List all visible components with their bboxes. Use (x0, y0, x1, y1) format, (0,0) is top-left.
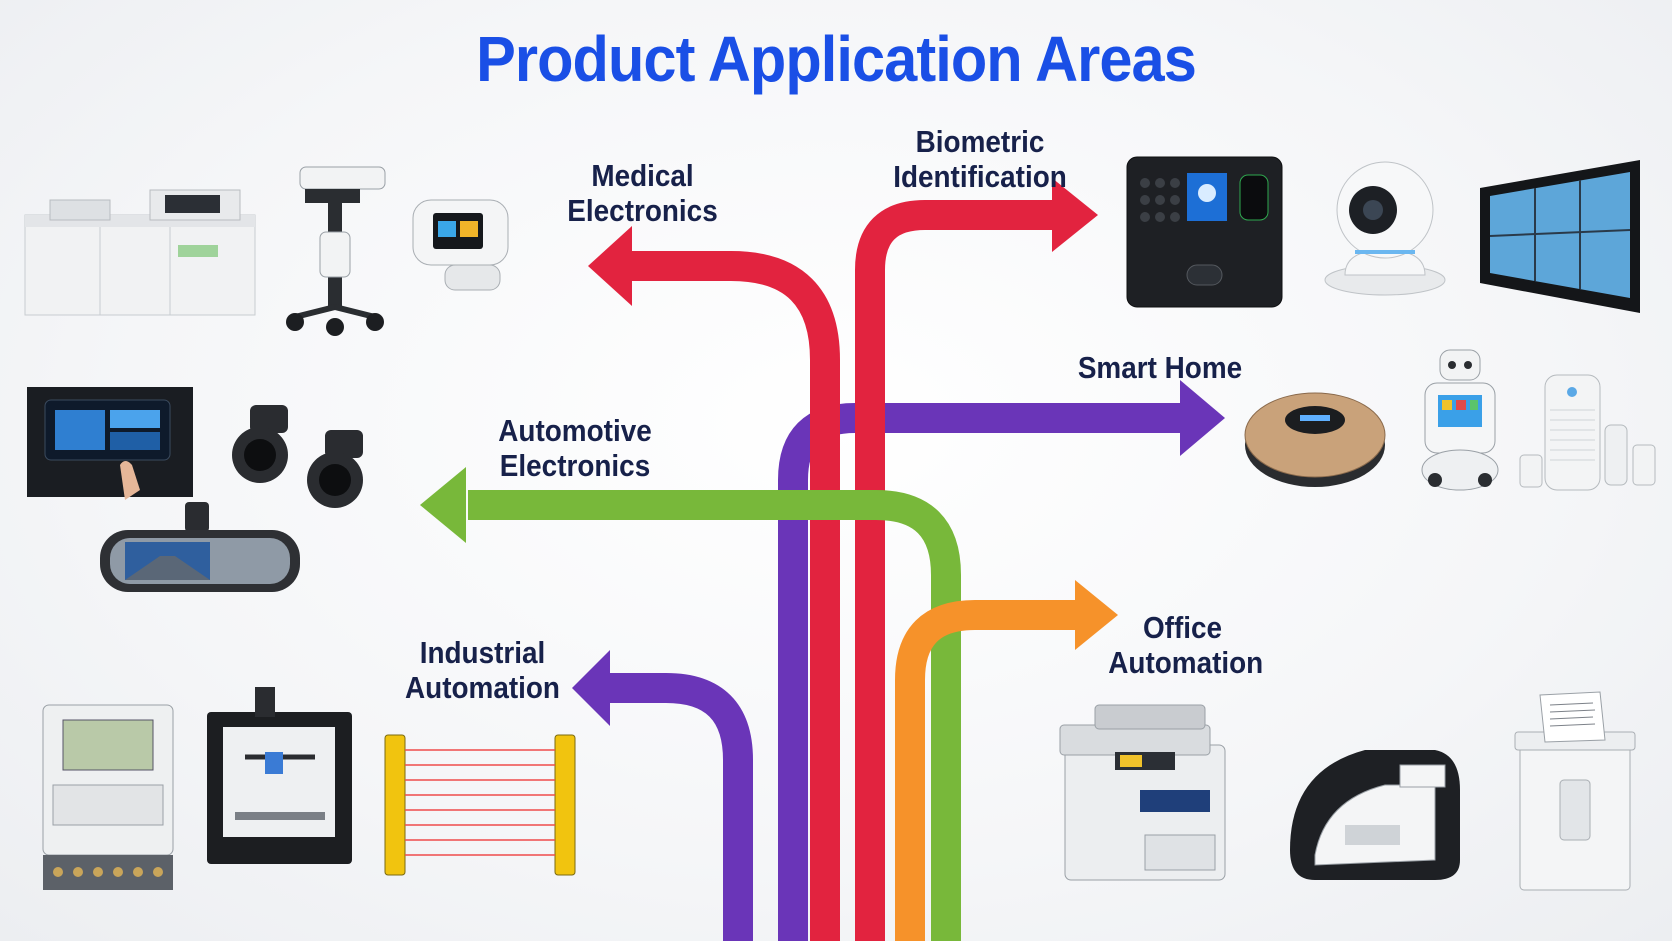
automotive-label-line2: Electronics (499, 448, 651, 483)
office-flow-arrow (895, 580, 1118, 941)
rearview-mirror-icon (100, 502, 300, 592)
office-label-line2: Automation (1108, 645, 1264, 680)
biometric-flow-arrow (855, 178, 1098, 941)
electricity-meter-icon (42, 704, 174, 890)
medical-cart-icon (286, 166, 386, 336)
camera-modules-icon (232, 405, 363, 508)
medical-electronics-label: Medical Electronics (555, 158, 731, 228)
medical-flow-arrow (588, 226, 840, 941)
smart-home-label: Smart Home (1070, 350, 1250, 385)
touch-panel-display-icon (1480, 160, 1640, 313)
biometric-label-line2: Identification (893, 159, 1067, 194)
car-touchscreen-icon (27, 387, 193, 500)
industrial-flow-arrow (572, 650, 753, 941)
page-title: Product Application Areas (476, 23, 1197, 95)
smart-home-flow-arrow (778, 380, 1225, 941)
air-purifier-icon (1519, 374, 1656, 491)
pulse-oximeter-icon (412, 199, 509, 291)
industrial-label-line1: Industrial (419, 635, 546, 670)
paper-shredder-icon (1514, 691, 1636, 891)
3d-printer-icon (207, 687, 352, 864)
smart-home-label-line1: Smart Home (1077, 350, 1243, 385)
industrial-automation-label: Industrial Automation (404, 635, 562, 705)
biometric-terminal-icon (1126, 156, 1283, 308)
office-label-line1: Office (1142, 610, 1223, 645)
money-counter-icon (1290, 750, 1460, 880)
automotive-electronics-label: Automotive Electronics (490, 413, 661, 483)
automotive-label-line1: Automotive (498, 413, 652, 448)
biometric-label-line1: Biometric (915, 124, 1045, 159)
security-camera-icon (1324, 161, 1446, 296)
multifunction-printer-icon (1059, 704, 1226, 881)
lab-analyzer-icon (24, 189, 256, 316)
medical-label-line1: Medical (591, 158, 694, 193)
office-automation-label: Office Automation (1108, 610, 1264, 680)
industrial-label-line2: Automation (405, 670, 560, 705)
automotive-flow-arrow (420, 467, 961, 941)
robot-vacuum-icon (1244, 392, 1386, 487)
service-robot-icon (1421, 349, 1499, 491)
safety-light-curtain-icon (384, 734, 576, 876)
medical-label-line2: Electronics (567, 193, 718, 228)
biometric-identification-label: Biometric Identification (872, 124, 1088, 194)
